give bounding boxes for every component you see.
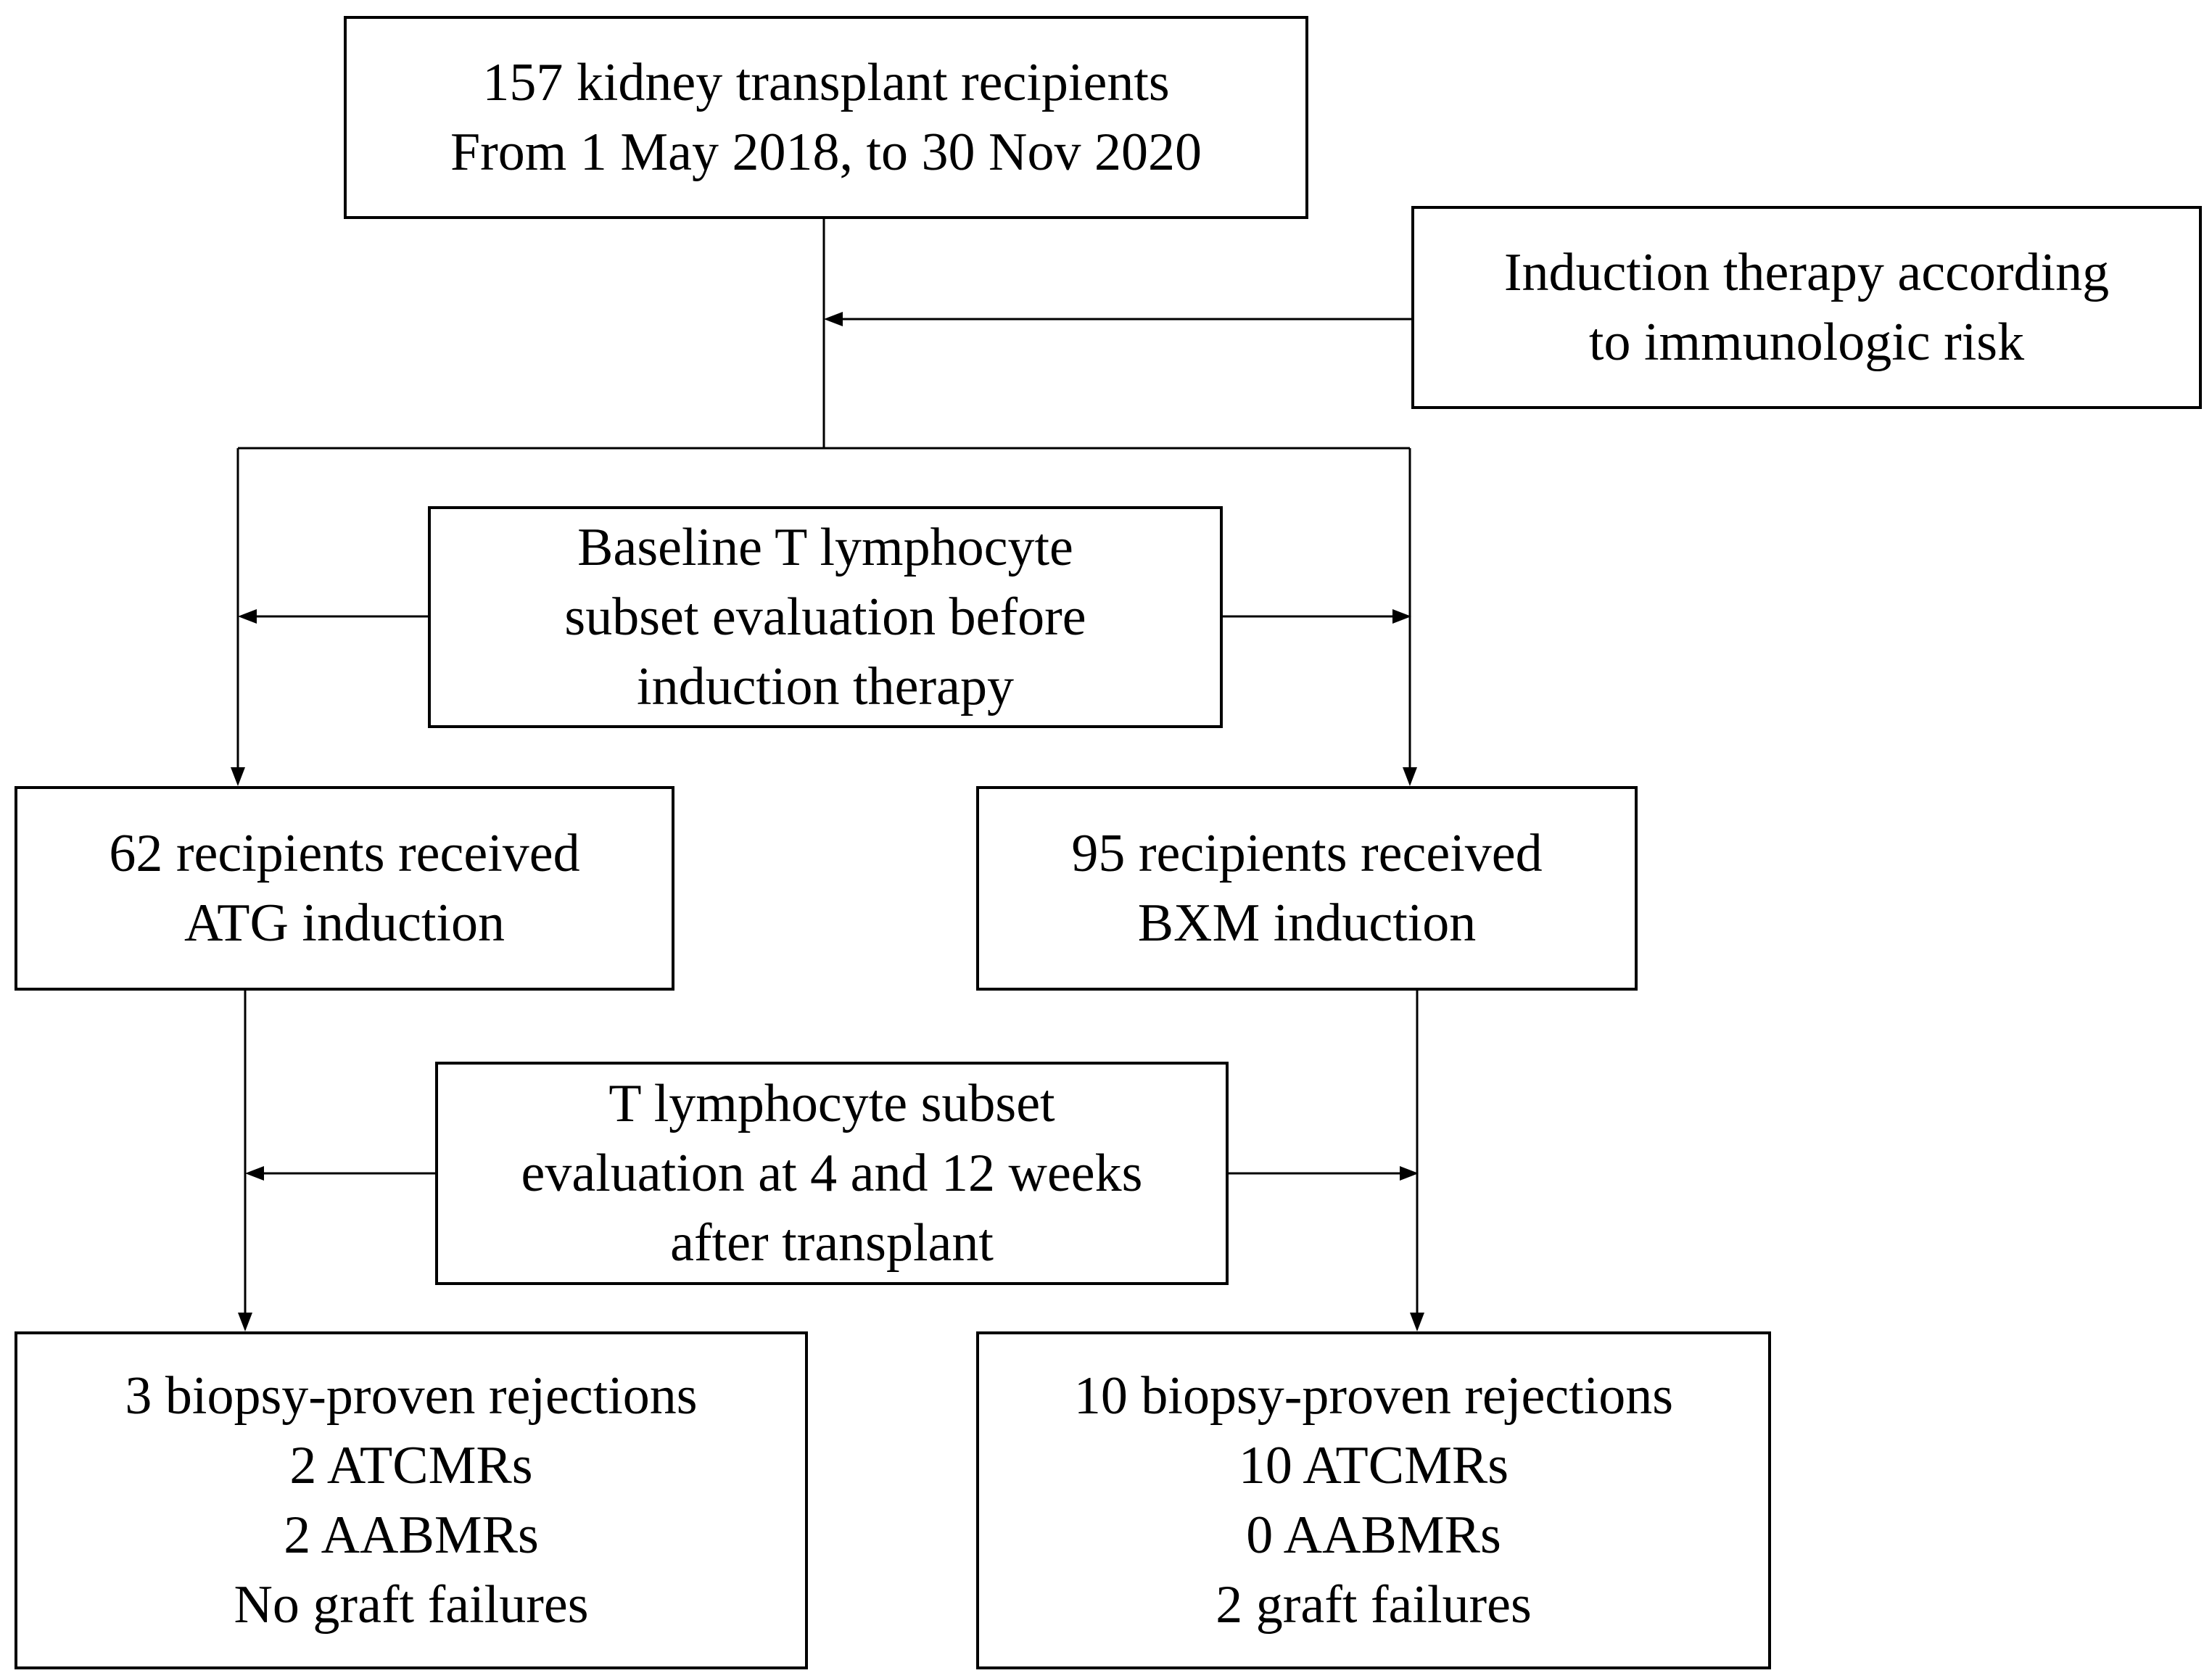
box-line: Induction therapy according xyxy=(1503,243,2110,302)
box-line: BXM induction xyxy=(1137,893,1477,953)
box-line: 62 recipients received xyxy=(109,824,580,883)
recipients-total-box: 157 kidney transplant recipients From 1 … xyxy=(344,16,1308,219)
box-line: 2 ATCMRs xyxy=(289,1436,533,1495)
box-line: 3 biopsy-proven rejections xyxy=(125,1366,698,1426)
box-line: 10 ATCMRs xyxy=(1238,1436,1509,1495)
box-line: 2 AABMRs xyxy=(284,1505,539,1565)
arrowhead-followup-left xyxy=(245,1166,264,1181)
arrowhead-right-branch xyxy=(1403,767,1417,786)
box-line: ATG induction xyxy=(184,893,505,953)
atg-group-box: 62 recipients received ATG induction xyxy=(15,786,674,991)
arrowhead-baseline-left xyxy=(238,609,257,624)
box-line: No graft failures xyxy=(234,1575,589,1635)
box-line: after transplant xyxy=(670,1213,994,1273)
bxm-outcomes-box: 10 biopsy-proven rejections 10 ATCMRs 0 … xyxy=(976,1331,1771,1669)
followup-eval-box: T lymphocyte subset evaluation at 4 and … xyxy=(435,1062,1229,1285)
box-line: 157 kidney transplant recipients xyxy=(482,53,1170,112)
arrowhead-induction xyxy=(824,312,843,326)
arrowhead-followup-right xyxy=(1400,1166,1419,1181)
box-line: Baseline T lymphocyte xyxy=(577,518,1073,577)
arrowhead-bxm-down xyxy=(1410,1313,1424,1331)
box-line: From 1 May 2018, to 30 Nov 2020 xyxy=(450,123,1202,182)
box-line: 10 biopsy-proven rejections xyxy=(1073,1366,1674,1426)
box-line: evaluation at 4 and 12 weeks xyxy=(521,1144,1143,1203)
arrowhead-baseline-right xyxy=(1392,609,1411,624)
arrowhead-left-branch xyxy=(231,767,245,786)
box-line: 0 AABMRs xyxy=(1246,1505,1501,1565)
box-line: T lymphocyte subset xyxy=(608,1074,1055,1133)
arrowhead-atg-down xyxy=(238,1313,252,1331)
induction-risk-box: Induction therapy according to immunolog… xyxy=(1411,206,2202,409)
atg-outcomes-box: 3 biopsy-proven rejections 2 ATCMRs 2 AA… xyxy=(15,1331,808,1669)
box-line: subset evaluation before xyxy=(564,587,1086,647)
box-line: 2 graft failures xyxy=(1216,1575,1532,1635)
box-line: induction therapy xyxy=(637,657,1014,716)
baseline-eval-box: Baseline T lymphocyte subset evaluation … xyxy=(428,506,1223,728)
bxm-group-box: 95 recipients received BXM induction xyxy=(976,786,1638,991)
box-line: to immunologic risk xyxy=(1588,313,2025,372)
box-line: 95 recipients received xyxy=(1071,824,1543,883)
